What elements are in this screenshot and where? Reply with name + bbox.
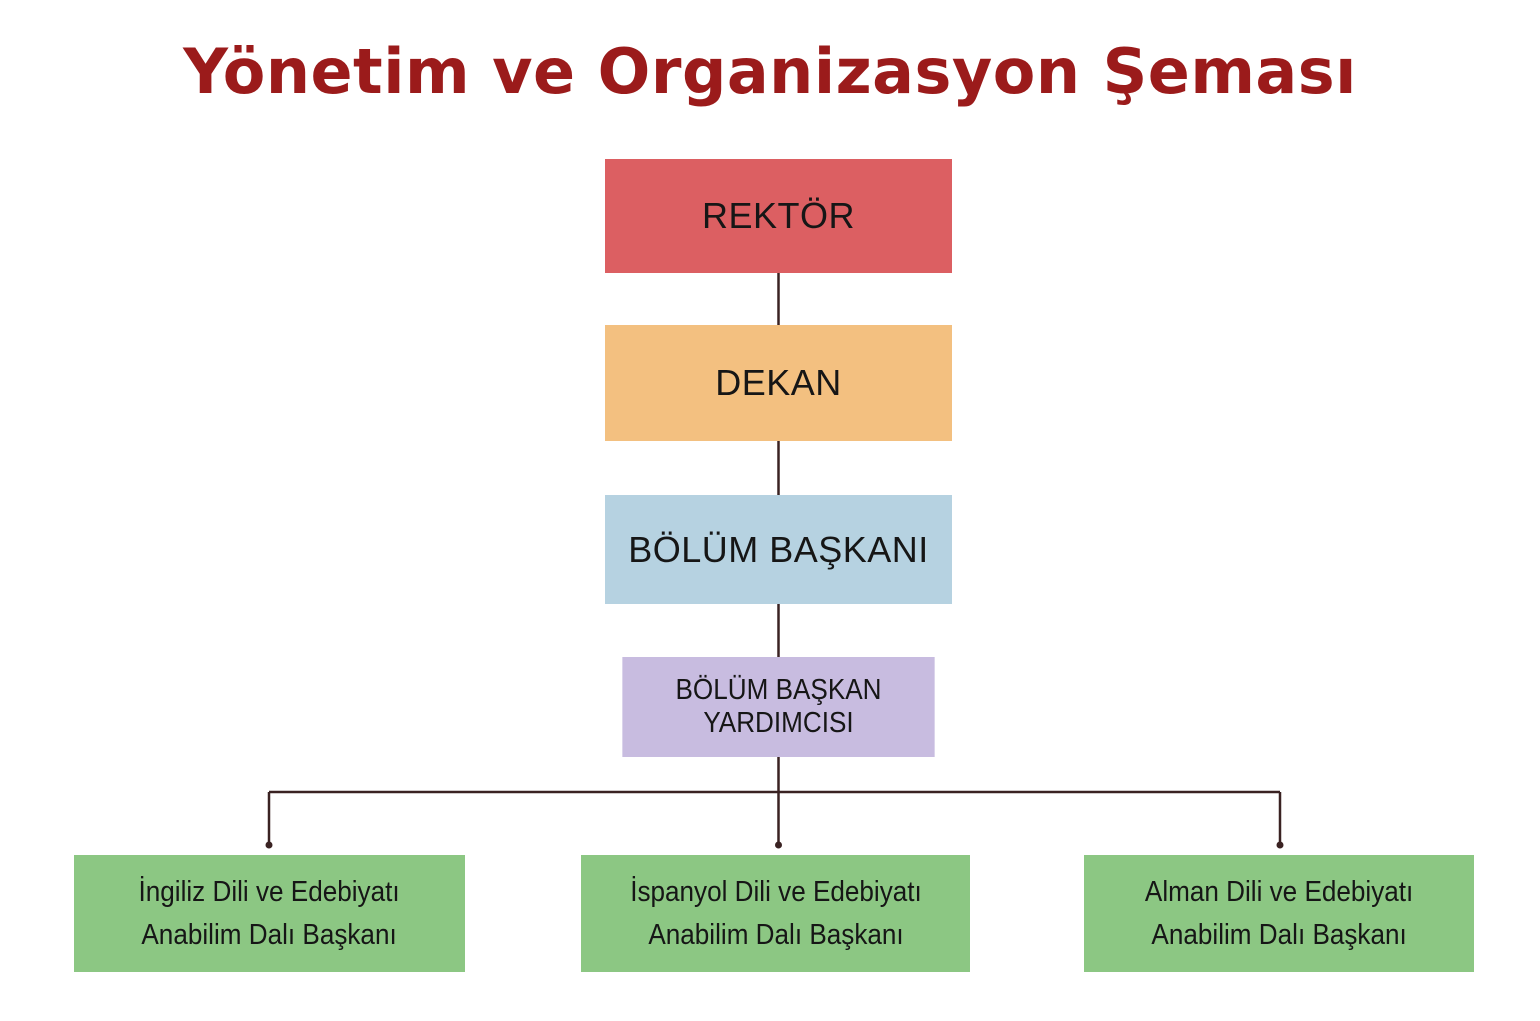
node-bolum-baskan-yardimcisi: BÖLÜM BAŞKAN YARDIMCISI: [622, 657, 935, 757]
node-dekan-label: DEKAN: [715, 362, 842, 403]
node-bolum-baskani-label: BÖLÜM BAŞKANI: [628, 528, 929, 570]
node-bolum-baskan-yardimcisi-label: BÖLÜM BAŞKAN YARDIMCISI: [675, 674, 882, 739]
node-dekan: DEKAN: [605, 325, 952, 441]
node-ispanyol-line2: Anabilim Dalı Başkanı: [647, 918, 904, 951]
node-ingiliz-line1: İngiliz Dili ve Edebiyatı: [138, 875, 401, 908]
node-alman-line1: Alman Dili ve Edebiyatı: [1144, 875, 1414, 908]
node-rektor-label: REKTÖR: [701, 195, 855, 236]
node-ingiliz-anabilim: İngiliz Dili ve Edebiyatı Anabilim Dalı …: [74, 855, 465, 972]
node-ingiliz-line2: Anabilim Dalı Başkanı: [141, 918, 398, 951]
connector-dot-ispanyol: [775, 841, 782, 849]
connector-dot-alman: [1276, 841, 1284, 849]
node-rektor: REKTÖR: [605, 159, 952, 273]
node-alman-line2: Anabilim Dalı Başkanı: [1151, 918, 1407, 951]
node-ispanyol-line1: İspanyol Dili ve Edebiyatı: [629, 875, 922, 908]
connector-dot-ingiliz: [265, 841, 273, 849]
node-ispanyol-anabilim: İspanyol Dili ve Edebiyatı Anabilim Dalı…: [581, 855, 970, 972]
node-bolum-baskani: BÖLÜM BAŞKANI: [605, 495, 952, 604]
node-alman-anabilim: Alman Dili ve Edebiyatı Anabilim Dalı Ba…: [1084, 855, 1474, 972]
chart-title: Yönetim ve Organizasyon Şeması: [183, 35, 1357, 108]
